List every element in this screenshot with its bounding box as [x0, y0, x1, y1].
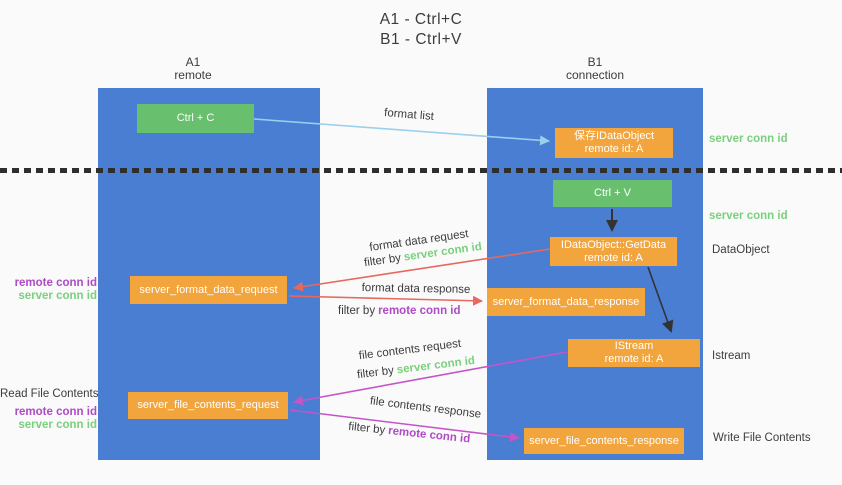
format-data-response-label: format data response	[361, 282, 471, 296]
server-conn-id-text: server conn id	[396, 354, 476, 377]
column-b-subtitle: connection	[565, 68, 625, 82]
server-format-data-request-label: server_format_data_request	[139, 283, 278, 296]
read-file-contents-group: Read File Contents remote conn id server…	[0, 388, 99, 432]
server-conn-id-left-2: server conn id	[18, 419, 97, 431]
dataobject-label: DataObject	[712, 244, 770, 256]
column-b-name: B1	[587, 55, 603, 69]
remote-conn-id-text: remote conn id	[378, 305, 461, 317]
server-conn-id-right-top: server conn id	[709, 133, 788, 145]
ctrl-v-box: Ctrl + V	[553, 180, 672, 207]
istream-box: IStream remote id: A	[568, 339, 700, 367]
column-a-name: A1	[185, 55, 201, 69]
title-line-1: A1 - Ctrl+C	[379, 11, 463, 28]
remote-conn-id-text: remote conn id	[387, 424, 471, 446]
filter-by-text: filter by	[356, 364, 395, 382]
column-b-header: B1 connection	[535, 56, 655, 82]
filter-by-text: filter by	[338, 305, 376, 317]
ctrl-c-label: Ctrl + C	[176, 112, 215, 124]
remote-conn-id-left-2: remote conn id	[14, 406, 97, 418]
server-format-data-response-label: server_format_data_response	[492, 295, 640, 308]
istream-line1: IStream	[614, 340, 654, 352]
server-conn-id-right-mid: server conn id	[709, 210, 788, 222]
read-file-contents-label: Read File Contents	[0, 388, 99, 400]
server-file-contents-response-box: server_file_contents_response	[524, 428, 684, 454]
remote-conn-id-left-1: remote conn id	[14, 277, 97, 289]
column-a-header: A1 remote	[133, 56, 253, 82]
file-contents-response-label: file contents response	[369, 395, 482, 421]
filter-by-text: filter by	[363, 252, 402, 270]
dotted-separator-line	[0, 168, 842, 173]
write-file-contents-label: Write File Contents	[713, 432, 811, 444]
server-format-data-response-box: server_format_data_response	[487, 288, 645, 316]
filter-by-text: filter by	[347, 420, 386, 437]
getdata-line1: IDataObject::GetData	[560, 238, 667, 251]
server-file-contents-request-box: server_file_contents_request	[128, 392, 288, 419]
conn-id-left-group-1: remote conn id server conn id	[0, 277, 97, 303]
title-line-2: B1 - Ctrl+V	[380, 31, 462, 48]
istream-side-label: Istream	[712, 350, 751, 362]
server-conn-id-left-1: server conn id	[18, 290, 97, 302]
ctrl-v-label: Ctrl + V	[594, 187, 631, 199]
server-file-contents-request-label: server_file_contents_request	[137, 399, 279, 411]
ctrl-c-box: Ctrl + C	[137, 104, 254, 133]
save-idataobject-line1: 保存IDataObject	[573, 130, 655, 142]
column-a-subtitle: remote	[174, 68, 212, 82]
server-format-data-request-box: server_format_data_request	[130, 276, 287, 304]
server-file-contents-response-label: server_file_contents_response	[529, 434, 679, 447]
istream-line2: remote id: A	[604, 353, 664, 365]
diagram-title: A1 - Ctrl+C B1 - Ctrl+V	[0, 10, 842, 50]
save-idataobject-line2: remote id: A	[584, 143, 644, 155]
getdata-line2: remote id: A	[584, 251, 643, 264]
save-idataobject-box: 保存IDataObject remote id: A	[555, 128, 673, 158]
format-list-label: format list	[383, 107, 435, 123]
getdata-box: IDataObject::GetData remote id: A	[550, 237, 677, 266]
